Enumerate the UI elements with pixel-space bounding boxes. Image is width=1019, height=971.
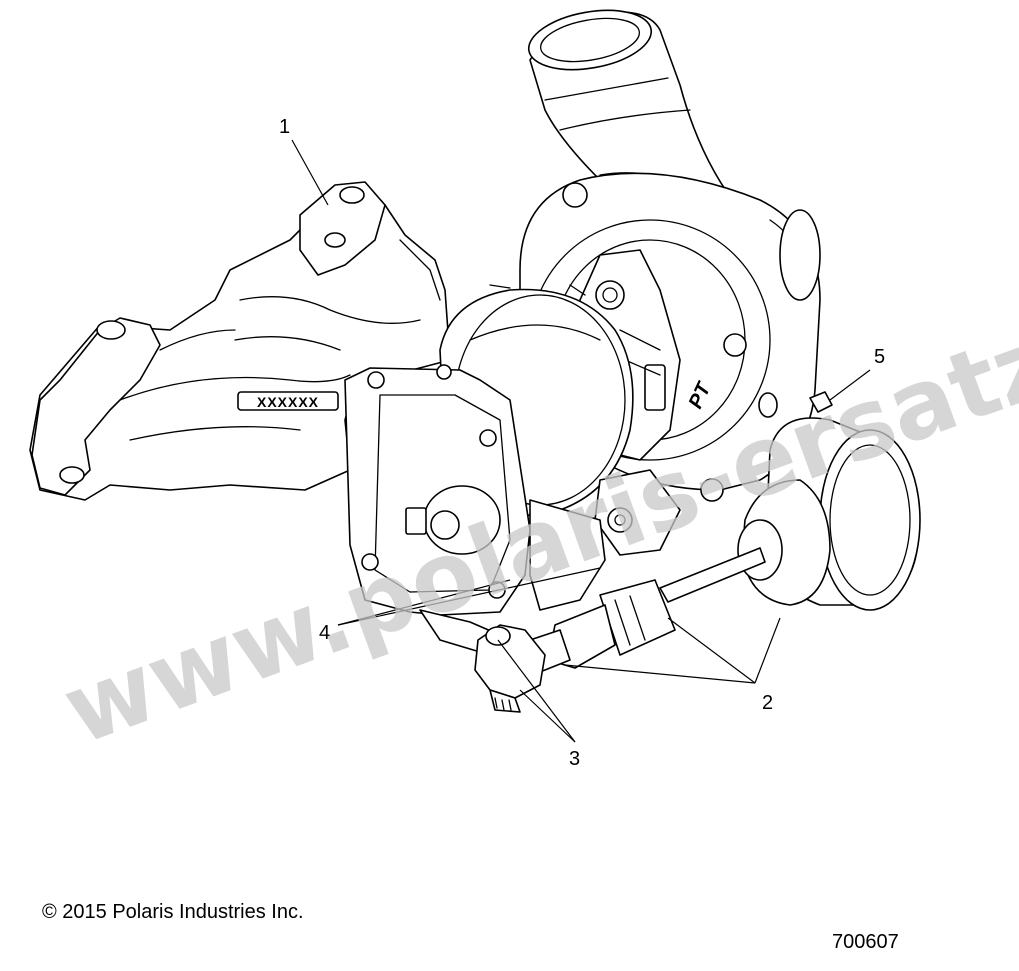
- callout-2: 2: [762, 692, 773, 714]
- callout-5: 5: [874, 346, 885, 368]
- callout-4: 4: [319, 622, 330, 644]
- leader-lines: [291, 139, 871, 743]
- copyright-notice: © 2015 Polaris Industries Inc.: [42, 901, 304, 923]
- actuator-rod-assembly: [529, 547, 766, 673]
- wastegate-actuator: [737, 417, 921, 611]
- exhaust-manifold: XXXXXX: [29, 181, 451, 501]
- callout-3: 3: [569, 748, 580, 770]
- figure-number: 700607: [832, 931, 899, 953]
- callout-1: 1: [279, 116, 290, 138]
- bleed-fitting: [809, 391, 833, 413]
- manifold-part-mark: XXXXXX: [257, 394, 319, 410]
- turbine-flange: [344, 364, 531, 616]
